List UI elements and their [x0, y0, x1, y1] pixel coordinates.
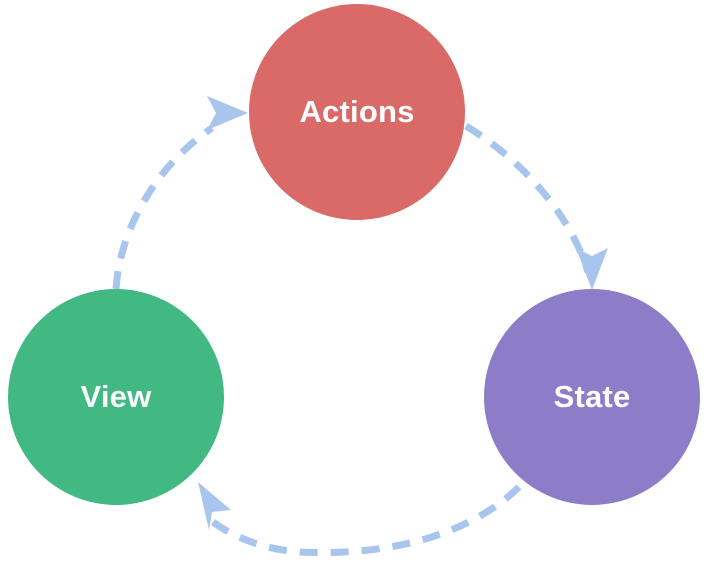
edge-state-to-view-arrowhead: [198, 482, 231, 530]
edge-view-to-actions-arrowhead: [207, 96, 248, 130]
edge-state-to-view-line: [210, 484, 522, 556]
node-state-label: State: [554, 379, 631, 414]
node-view-circle[interactable]: [8, 289, 224, 505]
edge-view-to-actions-line: [112, 125, 214, 290]
node-view[interactable]: View: [8, 289, 224, 505]
node-state[interactable]: State: [484, 289, 700, 505]
node-actions-label: Actions: [299, 94, 414, 129]
edge-actions-to-state-line: [464, 123, 592, 274]
node-actions-circle[interactable]: [249, 4, 465, 220]
node-view-label: View: [81, 379, 153, 414]
node-state-circle[interactable]: [484, 289, 700, 505]
node-actions[interactable]: Actions: [249, 4, 465, 220]
edge-actions-to-state-arrowhead: [576, 248, 608, 290]
edge-view-to-actions: [112, 96, 248, 290]
edge-state-to-view: [198, 482, 522, 556]
edge-actions-to-state: [464, 123, 608, 290]
